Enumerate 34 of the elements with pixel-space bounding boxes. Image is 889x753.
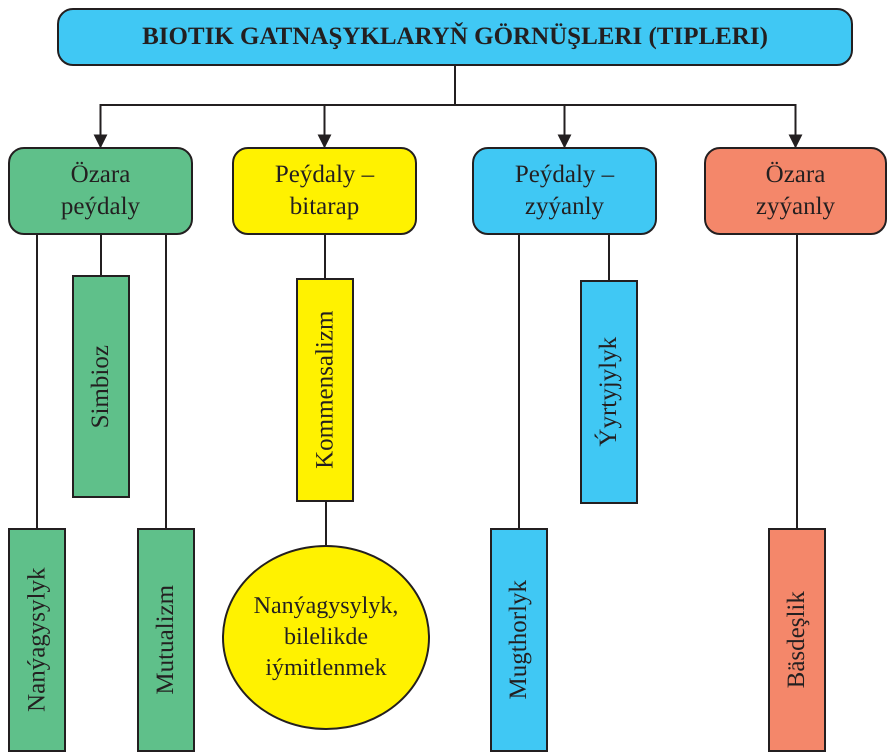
category-label: Özara peýdaly [60, 160, 142, 222]
connector-line [325, 502, 327, 545]
connector-line [608, 235, 610, 280]
description-text: Nanýagysylyk, bilelikde iýmitlenmek [252, 592, 400, 684]
category-label: Peýdaly – bitarap [274, 160, 376, 222]
type-box [137, 528, 195, 752]
connector-line [100, 235, 102, 275]
connector-line [36, 235, 38, 528]
type-label: Simbioz [86, 344, 116, 428]
type-box [72, 275, 130, 498]
type-label: Mugthorlyk [504, 580, 534, 700]
type-box [8, 528, 66, 752]
connector-line [796, 235, 798, 528]
type-box [296, 278, 354, 502]
category-box [232, 147, 417, 235]
type-label: Ýyrtyjylyk [594, 337, 624, 447]
type-label: Bäsdeşlik [782, 591, 812, 689]
type-box [490, 528, 548, 752]
category-label: Özara zyýanly [754, 160, 836, 222]
arrow [454, 66, 802, 148]
type-label: Mutualizm [151, 585, 180, 695]
title-box [57, 8, 853, 66]
category-box [472, 147, 657, 235]
connector-line [324, 235, 326, 278]
category-box [8, 147, 193, 235]
type-box [580, 280, 638, 504]
connector-line [518, 235, 520, 528]
type-label: Kommensalizm [310, 310, 340, 470]
category-label: Peýdaly – zyýanly [514, 160, 616, 222]
category-box [704, 147, 887, 235]
title-text: BIOTIK GATNAŞYKLARYŇ GÖRNÜŞLERI (TIPLERI) [142, 21, 768, 52]
connector-line [165, 235, 167, 528]
type-label: Nanýagysylyk [22, 568, 52, 712]
type-box [768, 528, 826, 752]
